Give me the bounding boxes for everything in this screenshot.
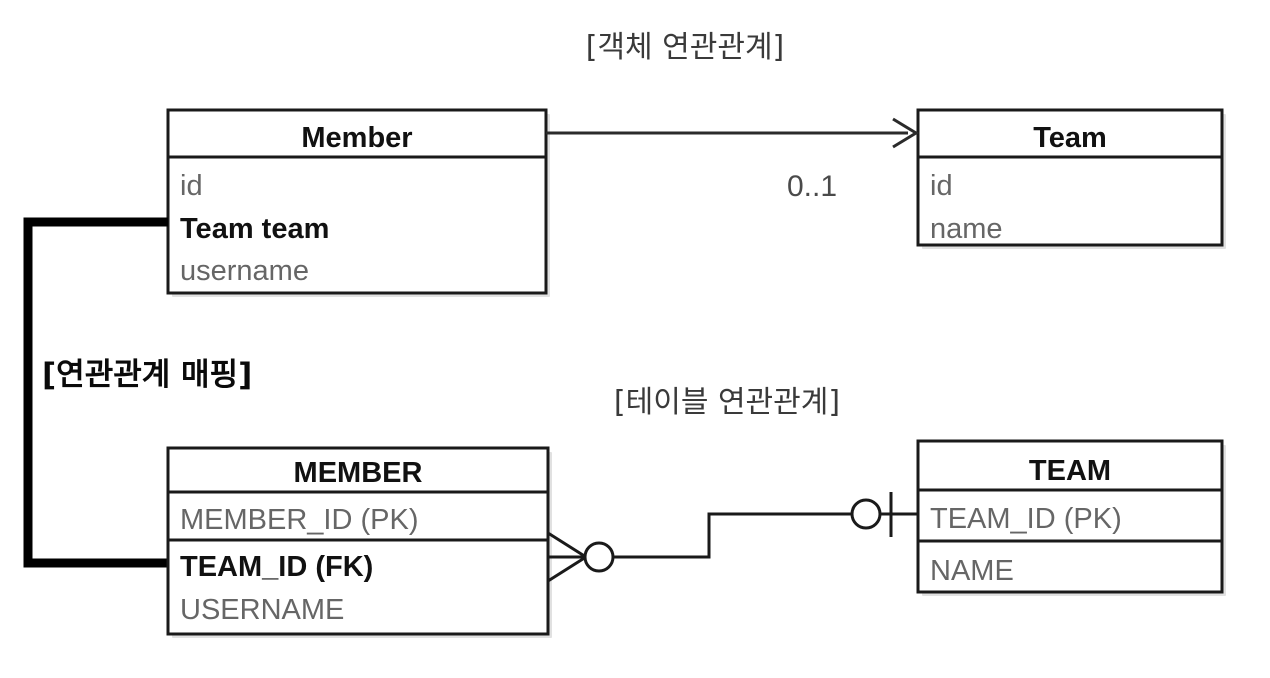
member-table-col-member-id: MEMBER_ID (PK) [180, 504, 418, 536]
team-table-box: TEAM TEAM_ID (PK) NAME [916, 439, 1226, 596]
table-relationship-connector [547, 492, 918, 583]
team-table-box-outline [916, 439, 1224, 594]
member-class-title: Member [301, 122, 412, 154]
member-table-col-team-id: TEAM_ID (FK) [180, 551, 373, 583]
member-table-title: MEMBER [294, 457, 423, 489]
table-section-title: [테이블 연관관계] [614, 385, 840, 420]
object-association-multiplicity: 0..1 [787, 170, 837, 203]
object-association-arrow: 0..1 [546, 117, 919, 203]
crowfoot-prong-top [547, 531, 587, 559]
crowfoot-zero-circle-left [583, 541, 615, 573]
member-class-box-outline [166, 108, 548, 295]
member-attr-team: Team team [180, 213, 329, 245]
team-table-col-team-id: TEAM_ID (PK) [930, 503, 1122, 535]
member-attr-id: id [180, 170, 203, 202]
object-section-title: [객체 연관관계] [586, 30, 785, 65]
team-table-col-name: NAME [930, 555, 1014, 587]
member-attr-username: username [180, 255, 309, 287]
association-mapping-label: [연관관계 매핑] [42, 357, 252, 393]
team-attr-id: id [930, 170, 953, 202]
crowfoot-prong-bottom [547, 555, 587, 583]
member-class-box: Member id Team team username [166, 108, 550, 297]
team-class-title: Team [1033, 122, 1107, 154]
team-attr-name: name [930, 213, 1003, 245]
team-class-box: Team id name [916, 108, 1226, 249]
team-class-box-outline [916, 108, 1224, 247]
crowfoot-zero-circle-right [850, 498, 882, 530]
relationship-step-line [613, 512, 852, 559]
team-table-title: TEAM [1029, 455, 1111, 487]
member-table-col-username: USERNAME [180, 594, 344, 626]
object-association-arrowhead [892, 117, 919, 149]
member-table-box: MEMBER MEMBER_ID (PK) TEAM_ID (FK) USERN… [166, 446, 552, 638]
